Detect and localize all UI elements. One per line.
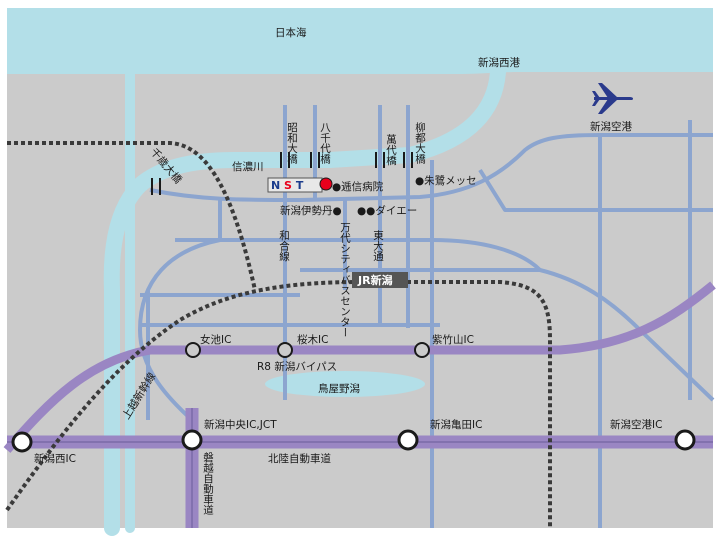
- ic-node-icon: [11, 431, 33, 453]
- bypass-label: R8 新潟バイパス: [257, 360, 337, 373]
- hokuriku-expwy-label: 北陸自動車道: [268, 452, 331, 465]
- shinano-river-label: 信濃川: [232, 160, 264, 173]
- bandai-bridge-label: 萬代橋: [385, 133, 397, 166]
- ic-nodes: [11, 342, 696, 453]
- port-nishi-label: 新潟西港: [478, 56, 520, 69]
- sea-area: [7, 8, 713, 74]
- ic-node-icon: [414, 342, 430, 358]
- jr-niigata-label: JR新潟: [357, 273, 393, 287]
- toriya-lake-label: 鳥屋野潟: [318, 382, 360, 395]
- ic-node-icon: [185, 342, 201, 358]
- ic-node-icon: [674, 429, 696, 451]
- ic-nishi-label: 新潟西IC: [34, 452, 76, 465]
- nst-logo-icon: N S T: [267, 177, 323, 193]
- bandai-city-label: 万代シティバスセンター: [339, 222, 351, 338]
- higashi-odori-label: 東大通: [372, 229, 384, 261]
- toriyano-lake: [265, 371, 425, 397]
- ic-node-icon: [277, 342, 293, 358]
- ic-shichikuyama-label: 紫竹山IC: [432, 333, 474, 346]
- wago-line-label: 和合線: [278, 230, 290, 262]
- hospital-label: ●逓信病院: [332, 180, 384, 193]
- isetan-label: 新潟伊勢丹●: [280, 204, 342, 217]
- svg-text:N S T: N S T: [271, 179, 304, 192]
- sea-label: 日本海: [275, 26, 307, 39]
- airplane-icon: [592, 83, 634, 114]
- ic-node-icon: [181, 429, 203, 451]
- airport-port-label: 新潟空港: [590, 120, 632, 133]
- yachiyo-bridge-label: 八千代橋: [319, 122, 331, 165]
- nst-marker-icon: [319, 177, 333, 191]
- banetsu-expwy-label: 磐越自動車道: [202, 451, 214, 515]
- rail-lines: [5, 141, 552, 528]
- ic-sakuragi-label: 桜木IC: [297, 333, 328, 346]
- yanagitsu-bridge-label: 柳都大橋: [414, 121, 426, 165]
- daiei-label: ●●ダイエー: [357, 204, 417, 217]
- ic-nameike-label: 女池IC: [200, 333, 231, 346]
- showa-bridge-label: 昭和大橋: [286, 122, 298, 165]
- ic-kameda-label: 新潟亀田IC: [430, 418, 482, 431]
- vertical-labels: 昭和大橋 八千代橋 萬代橋 柳都大橋 和合線 万代シティバスセンター 東大通 磐…: [202, 121, 426, 515]
- bridge-markers: [151, 152, 413, 195]
- ic-airport-label: 新潟空港IC: [610, 418, 662, 431]
- toki-messe-label: ●朱鷺メッセ: [415, 174, 477, 187]
- ic-node-icon: [397, 429, 419, 451]
- jr-station-box: [352, 272, 408, 288]
- shinano-river: [103, 64, 506, 536]
- ic-chuo-label: 新潟中央IC,JCT: [204, 418, 277, 431]
